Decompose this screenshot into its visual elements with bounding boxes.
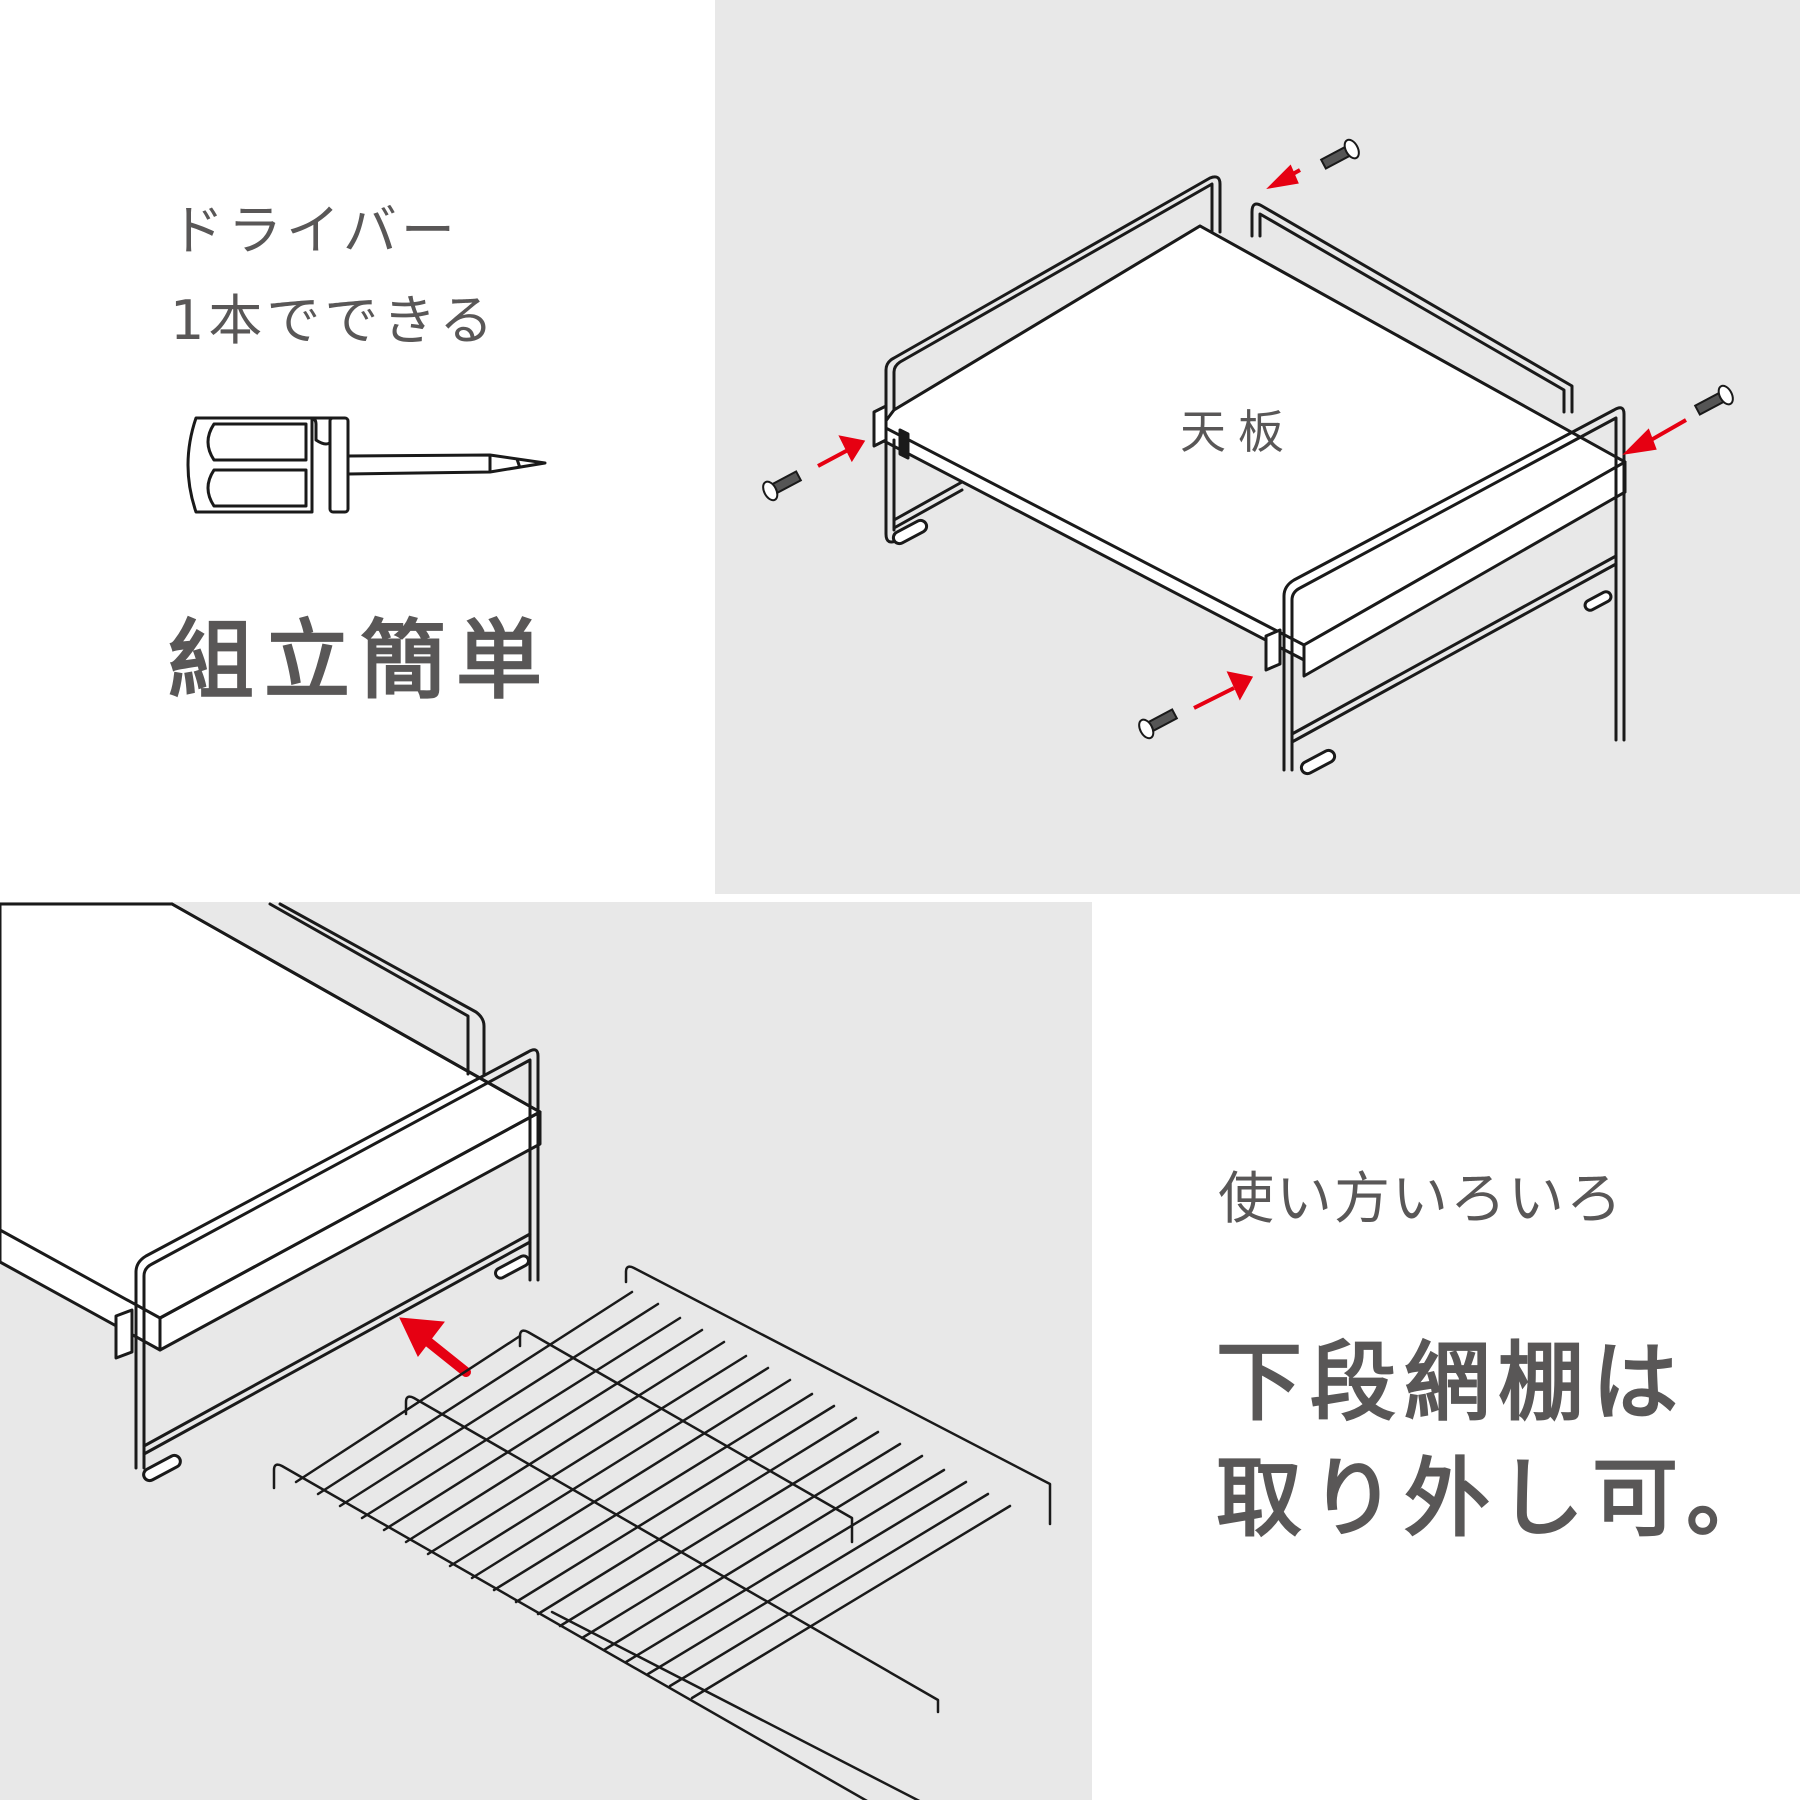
subtitle-various-uses: 使い方いろいろ (1218, 1167, 1624, 1232)
subtitle-line-2: 1本でできる (170, 289, 498, 352)
screw-icon (762, 138, 1734, 740)
headline-line-2: 取り外し可。 (1216, 1449, 1780, 1549)
headline-line-1: 下段網棚は (1216, 1333, 1686, 1433)
top-board-label: 天板 (1180, 405, 1296, 459)
subtitle-line-1: ドライバー (170, 199, 459, 262)
headline-easy-assembly: 組立簡単 (168, 611, 552, 711)
